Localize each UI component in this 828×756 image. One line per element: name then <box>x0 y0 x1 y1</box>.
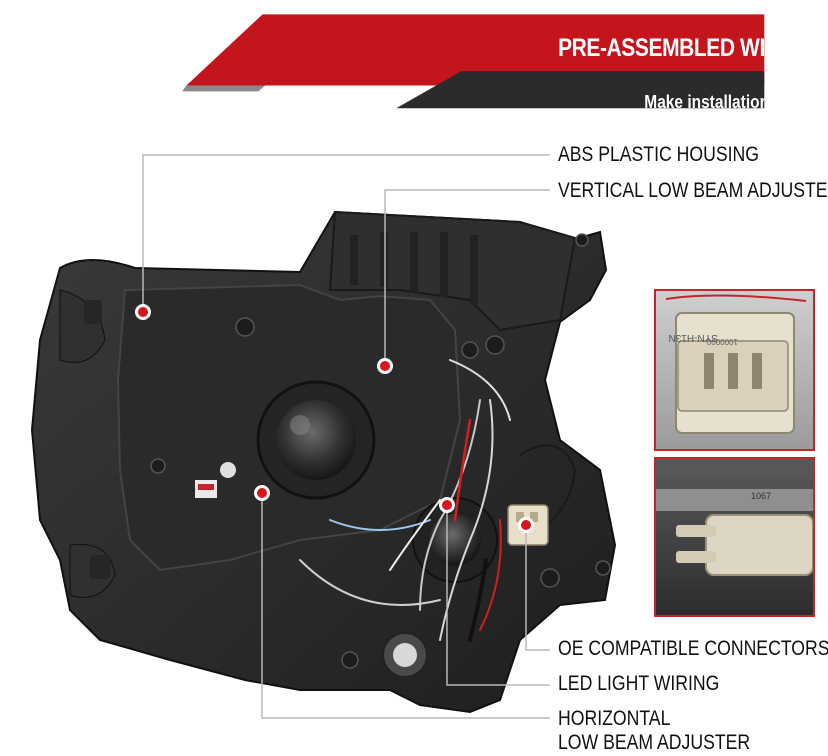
secondary-lens <box>382 497 498 678</box>
mounting-bolts <box>150 233 611 669</box>
marker-vertical-adjuster <box>377 358 393 374</box>
marker-oe-connectors <box>518 517 534 533</box>
callout-horizontal-adjuster-line2: LOW BEAM ADJUSTER <box>558 731 751 754</box>
connector-code: 1000000 <box>706 337 738 346</box>
banner-title: PRE-ASSEMBLED WIRING <box>558 34 816 62</box>
connector-inset: SYN-H13N 1000000 <box>654 289 815 451</box>
callout-leaders <box>142 154 550 719</box>
projector-assembly <box>256 380 376 500</box>
marker-abs-housing <box>135 304 151 320</box>
marker-horizontal-adjuster <box>254 485 270 501</box>
header-banner <box>182 14 765 109</box>
callout-led-wiring: LED LIGHT WIRING <box>558 672 720 695</box>
banner-subtitle: Make installation easier <box>644 92 818 112</box>
callout-abs-housing: ABS PLASTIC HOUSING <box>558 143 759 166</box>
callout-markers <box>135 304 534 533</box>
bulb-inset-photo: 1067 <box>656 459 813 615</box>
callout-horizontal-adjuster-line1: HORIZONTAL <box>558 707 671 730</box>
label-sticker <box>195 462 236 498</box>
connector-label: SYN-H13N <box>669 332 718 343</box>
callout-vertical-adjuster: VERTICAL LOW BEAM ADJUSTER <box>558 179 828 202</box>
bulb-inset: 1067 <box>654 457 815 617</box>
callout-oe-connectors: OE COMPATIBLE CONNECTORS <box>558 637 828 660</box>
bulb-label: 1067 <box>751 491 771 501</box>
connector-inset-photo: SYN-H13N 1000000 <box>656 291 813 449</box>
marker-led-wiring <box>439 497 455 513</box>
